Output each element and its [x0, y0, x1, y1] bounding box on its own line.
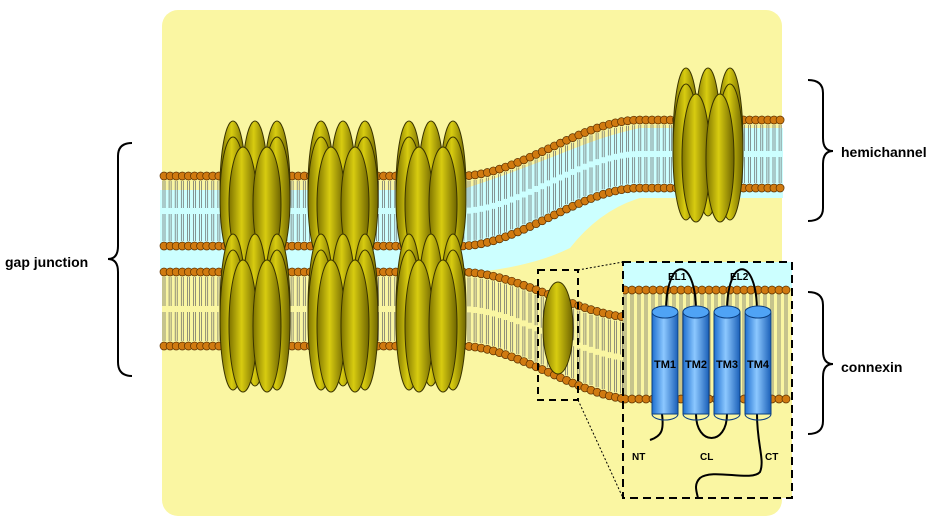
ct-label: CT [765, 452, 778, 463]
helix-tm1: TM1 [651, 305, 679, 421]
helix-label-tm3: TM3 [716, 359, 738, 371]
helix-tm2: TM2 [682, 305, 710, 421]
helix-tm3: TM3 [713, 305, 741, 421]
connexin-zoom-box [622, 261, 793, 499]
el1-label: EL1 [668, 272, 687, 283]
cl-label: CL [700, 452, 713, 463]
helix-label-tm2: TM2 [685, 359, 707, 371]
connexin-topology: TM1 TM2 TM3 TM4 [649, 268, 772, 499]
helix-tm4: TM4 [744, 305, 772, 421]
cytoplasmic-loop [695, 413, 728, 439]
gap-junction-channel-2 [307, 120, 379, 393]
channel-proteins [219, 67, 744, 393]
extracellular-loop-1 [665, 268, 697, 313]
connexin-protein [542, 281, 574, 375]
el2-label: EL2 [730, 272, 749, 283]
n-terminus-tail [649, 413, 664, 441]
gap-junction-label: gap junction [5, 254, 88, 270]
helix-label-tm4: TM4 [747, 359, 770, 371]
extracellular-loop-2 [726, 268, 758, 313]
zoom-connector-bottom [577, 399, 624, 499]
connexin-bracket [807, 291, 834, 435]
gap-junction-channel-1 [219, 120, 291, 393]
connexin-label: connexin [841, 359, 902, 375]
helix-label-tm1: TM1 [654, 359, 676, 371]
hemichannel-bracket [807, 79, 834, 222]
hemichannel-label: hemichannel [841, 144, 927, 160]
nt-label: NT [632, 452, 645, 463]
c-terminus-tail [695, 413, 763, 499]
hemichannel-protein [672, 67, 744, 223]
gap-junction-bracket [107, 142, 133, 377]
gap-junction-channel-3 [395, 120, 467, 393]
